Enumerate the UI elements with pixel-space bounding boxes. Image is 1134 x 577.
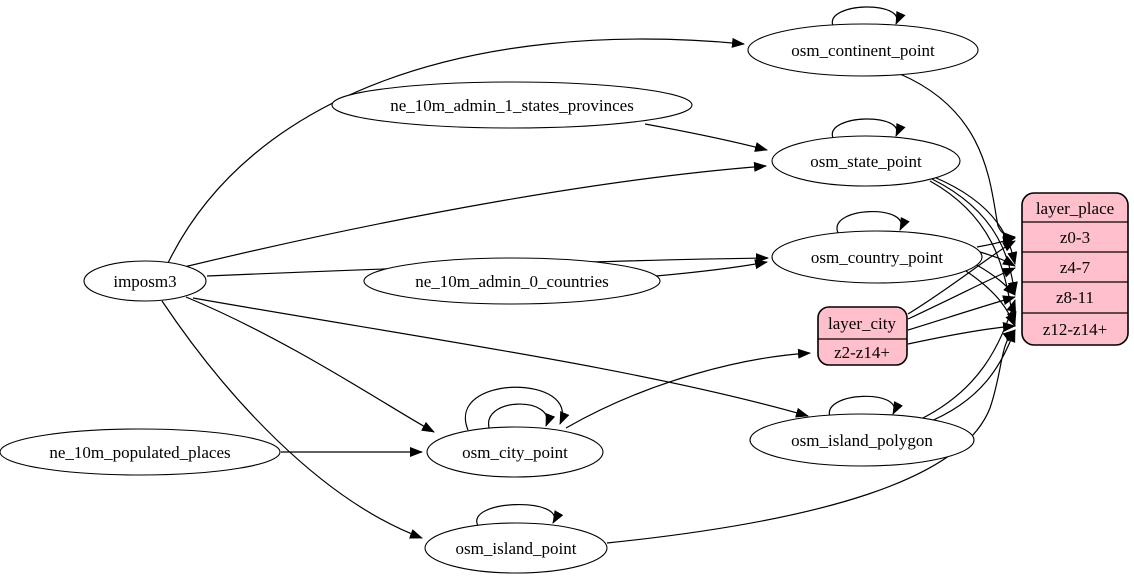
- node-ne_10m_admin_1_states_provinces: ne_10m_admin_1_states_provinces: [331, 81, 693, 129]
- edge-imposm3-to-osm_city_point: [185, 296, 435, 433]
- record-layer_city: layer_city z2-z14+: [817, 306, 908, 366]
- record-layer_place-row-z0-3: z0-3: [1060, 228, 1090, 247]
- node-ne_10m_admin_0_countries-label: ne_10m_admin_0_countries: [415, 272, 609, 291]
- record-layer_city-title: layer_city: [828, 314, 896, 333]
- edge-osm_country_point-to-layer_place-z8-11: [974, 263, 1016, 296]
- node-ne_10m_populated_places: ne_10m_populated_places: [0, 428, 281, 476]
- node-osm_country_point-shape: [771, 230, 983, 284]
- record-layer_place-row-z8-11: z8-11: [1056, 288, 1094, 307]
- record-layer_city-shape: [817, 306, 908, 366]
- node-osm_island_point-shape: [424, 522, 608, 574]
- node-ne_10m_admin_1_states_provinces-shape: [331, 81, 693, 129]
- node-ne_10m_admin_0_countries-shape: [363, 257, 661, 305]
- edge-imposm3-to-osm_state_point: [183, 161, 767, 268]
- edge-layer_city-to-layer_place-z4-7: [907, 267, 1016, 320]
- node-osm_city_point-label: osm_city_point: [462, 443, 568, 462]
- node-osm_island_point: osm_island_point: [424, 522, 608, 574]
- edge-osm_country_point-to-layer_place-z0-3: [976, 236, 1016, 248]
- node-imposm3-label: imposm3: [113, 272, 176, 291]
- self-loop-osm_island_point: [476, 503, 564, 527]
- edge-osm_state_point-to-layer_place-z8-11: [931, 178, 1018, 295]
- edge-layer_city-to-layer_place-z0-3: [907, 240, 1016, 315]
- self-loop-osm_country_point: [836, 210, 910, 234]
- node-osm_continent_point: osm_continent_point: [747, 23, 979, 77]
- record-layer_place: layer_place z0-3 z4-7 z8-11 z12-z14+: [1021, 192, 1129, 346]
- edge-imposm3-to-osm_continent_point: [167, 37, 745, 264]
- self-loop-osm_continent_point: [831, 6, 906, 27]
- node-osm_continent_point-label: osm_continent_point: [791, 41, 935, 60]
- edge-ne_10m_admin_1_states_provinces-to-osm_state_point: [644, 123, 768, 152]
- node-ne_10m_admin_1_states_provinces-label: ne_10m_admin_1_states_provinces: [390, 96, 634, 115]
- edge-imposm3-to-osm_island_polygon: [192, 297, 809, 418]
- node-osm_island_polygon: osm_island_polygon: [749, 413, 975, 467]
- self-loop-osm_state_point: [831, 118, 906, 139]
- node-imposm3-shape: [83, 260, 207, 302]
- node-osm_state_point-shape: [771, 135, 961, 187]
- record-layer_city-row-z2-z14: z2-z14+: [834, 343, 890, 362]
- node-osm_island_polygon-shape: [749, 413, 975, 467]
- edge-osm_country_point-to-layer_place-z4-7: [979, 251, 1016, 267]
- record-layer_place-title: layer_place: [1036, 199, 1114, 218]
- self-loop-osm_city_point-outer: [464, 386, 570, 431]
- edge-layer_city-to-layer_place-z12-z14: [907, 321, 1016, 345]
- node-ne_10m_populated_places-shape: [0, 428, 281, 476]
- edge-osm_continent_point-to-layer_place-z0-3: [899, 73, 1016, 242]
- node-imposm3: imposm3: [83, 260, 207, 302]
- node-osm_state_point-label: osm_state_point: [810, 152, 922, 171]
- edge-osm_island_polygon-to-layer_place-z8-11: [918, 299, 1017, 421]
- node-osm_island_point-label: osm_island_point: [456, 539, 577, 558]
- edge-group: [161, 6, 1018, 544]
- edge-layer_city-to-layer_place-z8-11: [907, 295, 1016, 331]
- node-group: imposm3 ne_10m_admin_1_states_provinces …: [0, 23, 983, 574]
- node-osm_country_point: osm_country_point: [771, 230, 983, 284]
- record-layer_place-row-z12-z14: z12-z14+: [1043, 320, 1107, 339]
- edge-osm_state_point-to-layer_place-z4-7: [933, 176, 1018, 265]
- node-osm_city_point-shape: [426, 426, 604, 478]
- node-osm_city_point: osm_city_point: [426, 426, 604, 478]
- edge-imposm3-to-osm_island_point: [161, 300, 423, 539]
- node-osm_island_polygon-label: osm_island_polygon: [791, 431, 933, 450]
- node-ne_10m_populated_places-label: ne_10m_populated_places: [49, 443, 230, 462]
- self-loop-osm_island_polygon: [828, 395, 903, 418]
- edge-osm_city_point-to-layer_city-z2-z14: [565, 348, 811, 429]
- node-osm_continent_point-shape: [747, 23, 979, 77]
- record-layer_place-shape: [1021, 192, 1129, 346]
- record-layer_place-row-z4-7: z4-7: [1060, 258, 1091, 277]
- node-ne_10m_admin_0_countries: ne_10m_admin_0_countries: [363, 257, 661, 305]
- node-osm_state_point: osm_state_point: [771, 135, 961, 187]
- self-loop-osm_city_point-inner: [487, 403, 556, 432]
- node-osm_country_point-label: osm_country_point: [811, 248, 943, 267]
- edge-ne_10m_admin_0_countries-to-osm_country_point: [655, 259, 768, 277]
